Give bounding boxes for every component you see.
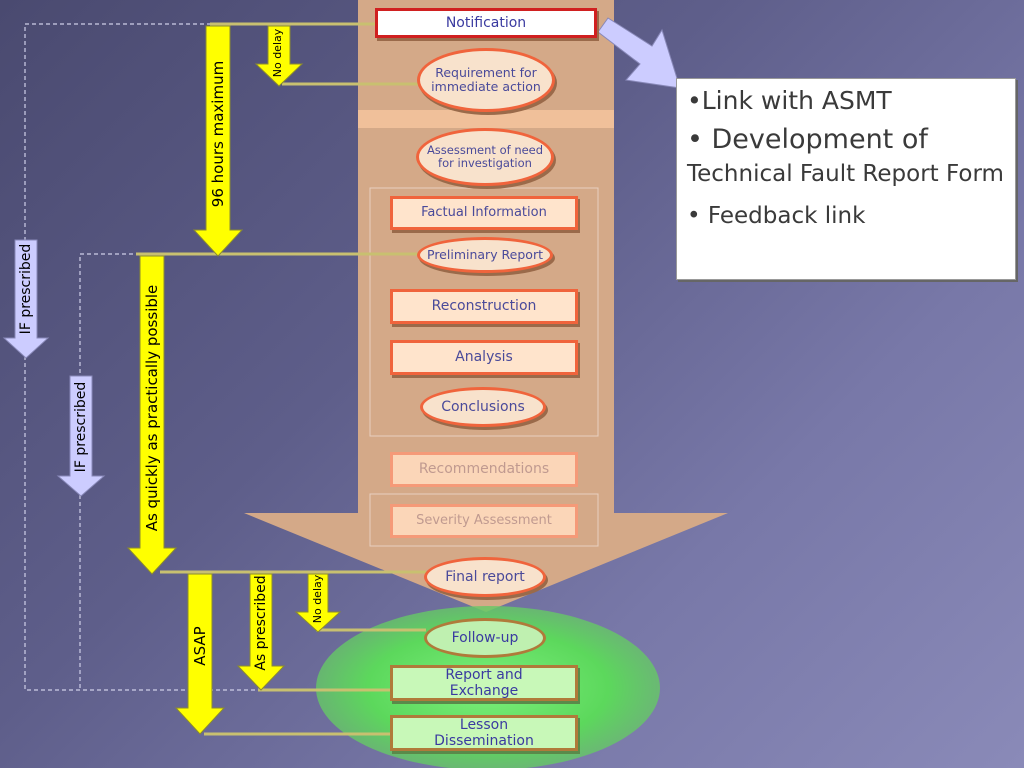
info-item-asmt: •Link with ASMT [687, 86, 892, 115]
severity-frame [369, 493, 599, 547]
requirement-ellipse: Requirement for immediate action [417, 48, 555, 112]
label-96-hours: 96 hours maximum [209, 60, 227, 208]
trunk-band [358, 110, 614, 128]
arrow-no-delay-top [254, 25, 304, 87]
recommendations-box: Recommendations [390, 452, 578, 487]
report-exchange-box: Report and Exchange [390, 665, 578, 701]
info-item-development-line2: Technical Fault Report Form [687, 161, 1004, 188]
info-box: •Link with ASMT • Development of Technic… [676, 78, 1016, 280]
label-asap: ASAP [191, 626, 209, 666]
analysis-box: Analysis [390, 340, 578, 375]
preliminary-report-ellipse: Preliminary Report [417, 237, 553, 273]
notification-box: Notification [375, 8, 597, 38]
investigation-frame [369, 187, 599, 437]
label-no-delay-bottom: No delay [311, 574, 324, 624]
label-no-delay-top: No delay [271, 28, 284, 78]
label-as-quickly: As quickly as practically possible [143, 284, 161, 532]
label-as-prescribed: As prescribed [253, 575, 269, 671]
assessment-ellipse: Assessment of need for investigation [416, 128, 554, 186]
info-item-development: • Development of Technical Fault Report … [687, 123, 1005, 191]
arrow-no-delay-bottom [294, 573, 342, 633]
reconstruction-box: Reconstruction [390, 289, 578, 324]
label-if-prescribed-inner: IF prescribed [73, 381, 89, 473]
arrow-as-quickly [126, 255, 178, 575]
severity-assessment-box: Severity Assessment [390, 504, 578, 538]
arrow-96-hours [192, 25, 244, 257]
arrow-asap [174, 573, 226, 735]
arrow-as-prescribed [236, 573, 286, 691]
arrow-to-info-box [597, 17, 681, 89]
label-if-prescribed-outer: IF prescribed [18, 243, 34, 335]
factual-information-box: Factual Information [390, 196, 578, 230]
arrow-if-prescribed-inner [56, 375, 106, 497]
info-item-development-line1: • Development of [687, 123, 928, 155]
info-item-feedback: • Feedback link [687, 203, 866, 230]
arrow-if-prescribed-outer [2, 239, 50, 359]
final-report-ellipse: Final report [424, 557, 546, 597]
lesson-dissemination-box: Lesson Dissemination [390, 715, 578, 751]
conclusions-ellipse: Conclusions [420, 387, 546, 427]
follow-up-ellipse: Follow-up [424, 618, 546, 658]
